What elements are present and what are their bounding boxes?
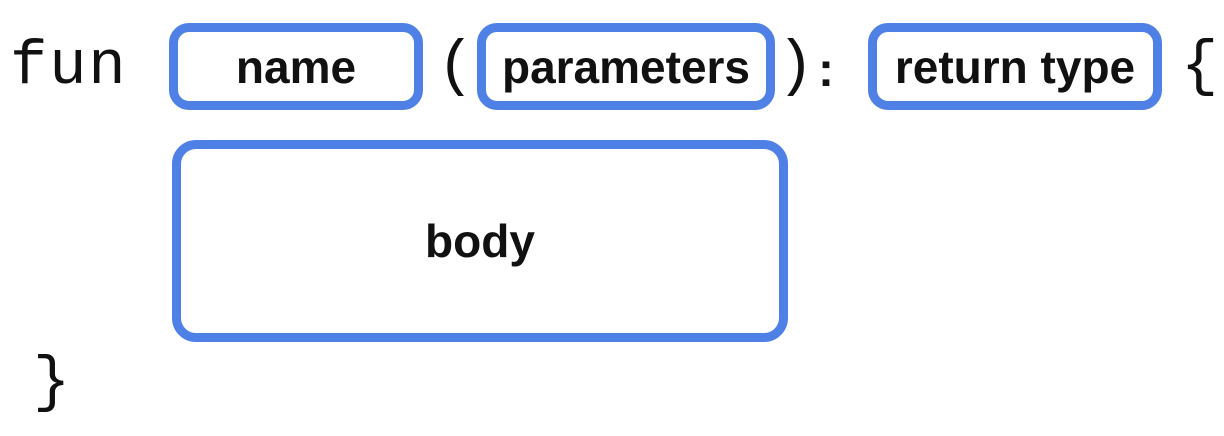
colon: : — [818, 44, 834, 97]
fun-keyword: fun — [10, 31, 128, 102]
body-slot-label: body — [425, 215, 535, 267]
body-slot-box: body — [172, 140, 788, 342]
close-brace: } — [33, 347, 71, 418]
name-slot-box: name — [169, 23, 423, 110]
return-type-slot-box: return type — [868, 23, 1162, 110]
parameters-slot-label: parameters — [501, 40, 751, 93]
return-type-slot-label: return type — [894, 40, 1136, 93]
open-paren: ( — [437, 31, 475, 102]
parameters-slot-box: parameters — [477, 23, 775, 110]
open-brace: { — [1181, 31, 1219, 102]
close-paren: ) — [777, 31, 815, 102]
name-slot-label: name — [235, 40, 357, 93]
